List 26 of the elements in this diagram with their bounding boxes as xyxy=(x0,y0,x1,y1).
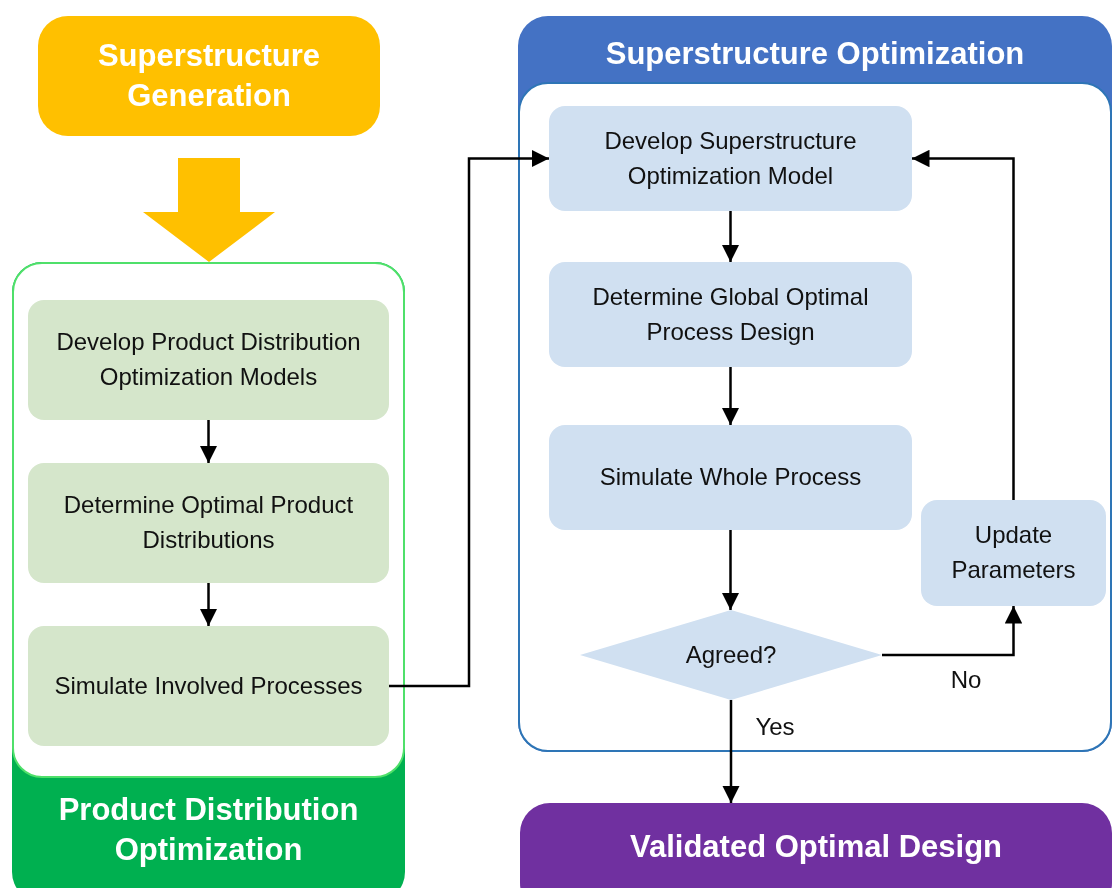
arrow xyxy=(882,606,1023,657)
terminal-box: Superstructure Generation xyxy=(38,16,380,136)
process-box: Develop Superstructure Optimization Model xyxy=(549,106,912,211)
arrow xyxy=(722,700,740,803)
panel-title: Superstructure Optimization xyxy=(604,35,1026,73)
arrow xyxy=(199,583,218,626)
edge-label: No xyxy=(950,666,982,694)
process-box: Simulate Whole Process xyxy=(549,425,912,530)
decision-label: Agreed? xyxy=(685,641,777,669)
block-arrow xyxy=(143,158,275,262)
arrow xyxy=(912,149,1015,500)
decision-diamond xyxy=(580,610,882,700)
panel-title: Product Distribution Optimization xyxy=(57,791,360,870)
process-box: Simulate Involved Processes xyxy=(28,626,389,746)
process-box: Update Parameters xyxy=(921,500,1106,606)
group-panel xyxy=(12,262,405,888)
arrow xyxy=(721,367,740,425)
arrow xyxy=(389,149,549,688)
terminal-box: Validated Optimal Design xyxy=(520,803,1112,888)
arrow xyxy=(199,420,218,463)
process-box: Determine Optimal Product Distributions xyxy=(28,463,389,583)
process-box: Develop Product Distribution Optimization Models xyxy=(28,300,389,420)
arrow xyxy=(721,211,740,262)
process-box: Determine Global Optimal Process Design xyxy=(549,262,912,367)
edge-label: Yes xyxy=(755,713,795,741)
arrow xyxy=(721,530,740,610)
